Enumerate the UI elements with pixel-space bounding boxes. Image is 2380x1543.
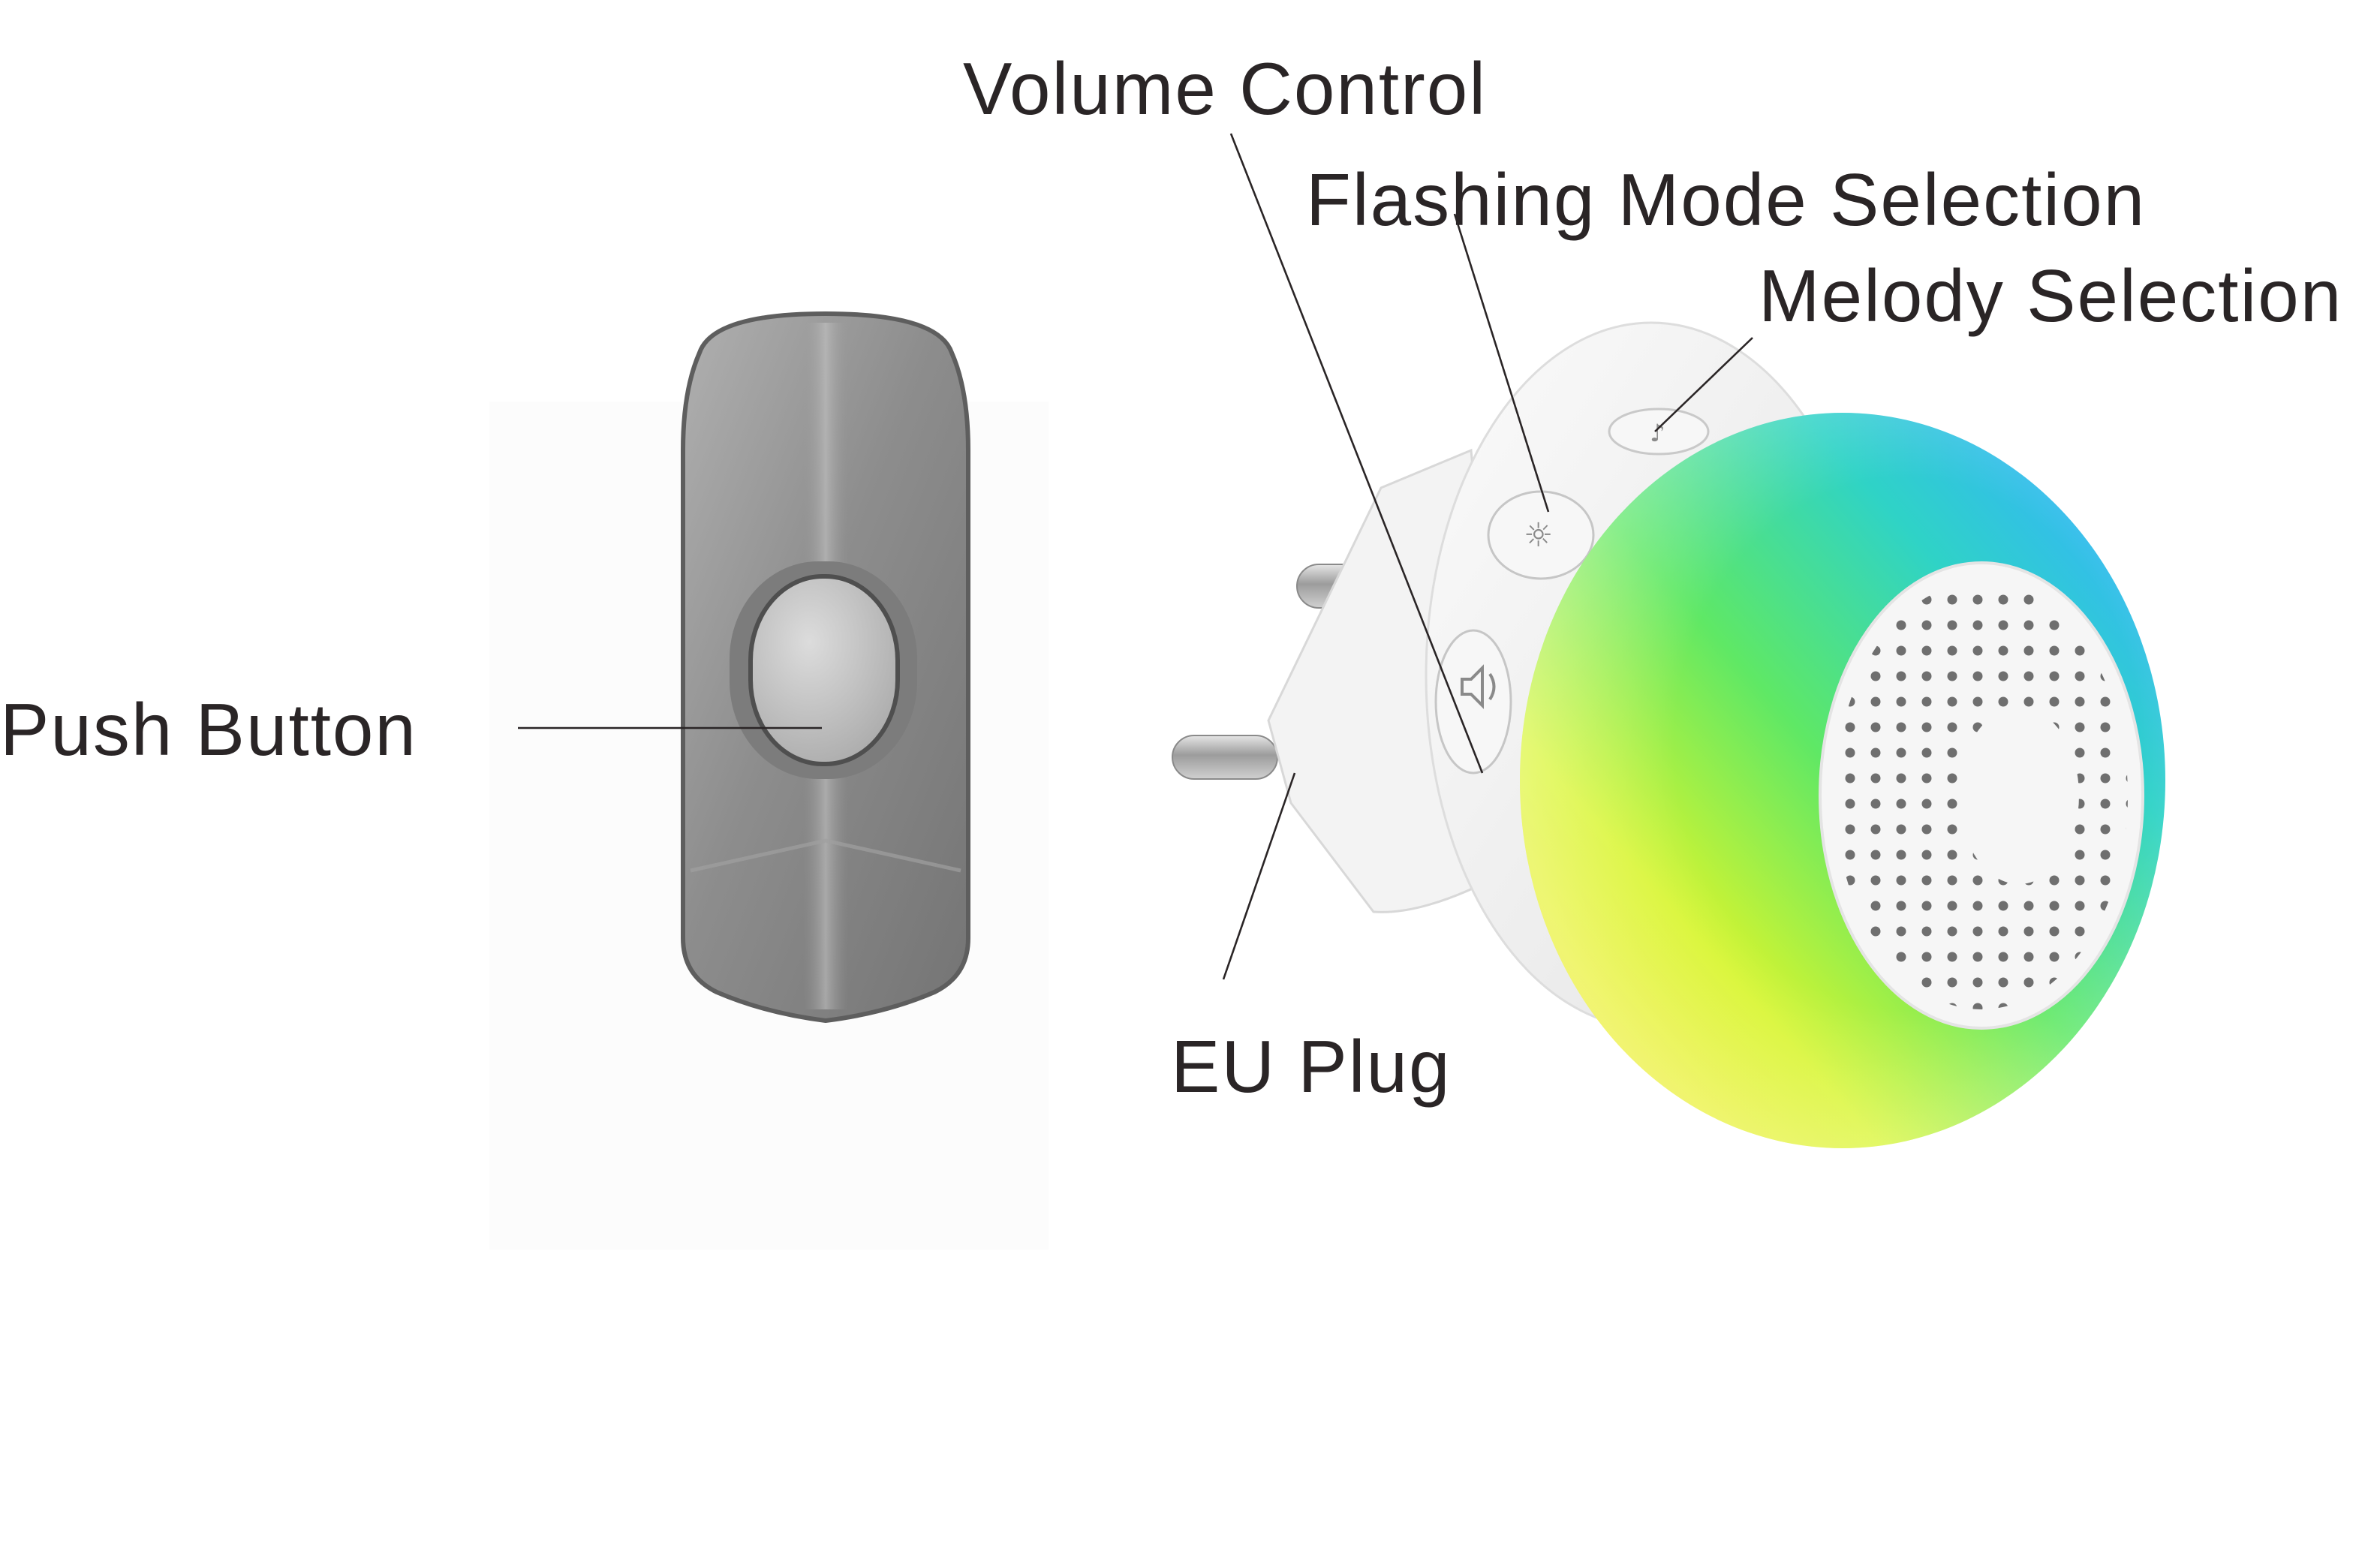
- plug-pin-lower: [1172, 735, 1278, 780]
- label-melody-selection: Melody Selection: [1759, 254, 2342, 337]
- leader-lines: [518, 133, 1753, 980]
- leader-melody-selection: [1654, 337, 1753, 432]
- melody-button[interactable]: [1608, 408, 1710, 456]
- sun-flash-icon: ☼: [1524, 516, 1553, 555]
- leader-flashing-mode: [1453, 213, 1550, 513]
- flashing-mode-button[interactable]: [1487, 490, 1595, 580]
- receiver-unit: ♪ ☼: [1172, 321, 2165, 1148]
- push-button-cap[interactable]: [748, 574, 900, 766]
- label-flashing-mode-selection: Flashing Mode Selection: [1306, 158, 2146, 241]
- leader-volume-control: [1229, 133, 1484, 774]
- label-push-button: Push Button: [0, 688, 417, 771]
- label-eu-plug: EU Plug: [1171, 1025, 1452, 1108]
- leader-eu-plug: [1222, 772, 1296, 980]
- transmitter-unit: [681, 311, 970, 1024]
- receiver-buttons: ♪ ☼: [1434, 408, 1710, 775]
- label-volume-control: Volume Control: [963, 47, 1487, 130]
- transmitter-bevel: [690, 838, 961, 873]
- callout-labels: Volume Control Flashing Mode Selection M…: [0, 47, 2342, 1108]
- speaker-volume-icon: [1461, 664, 1496, 709]
- volume-button[interactable]: [1434, 629, 1512, 775]
- speaker-center-cap: [1959, 707, 2079, 884]
